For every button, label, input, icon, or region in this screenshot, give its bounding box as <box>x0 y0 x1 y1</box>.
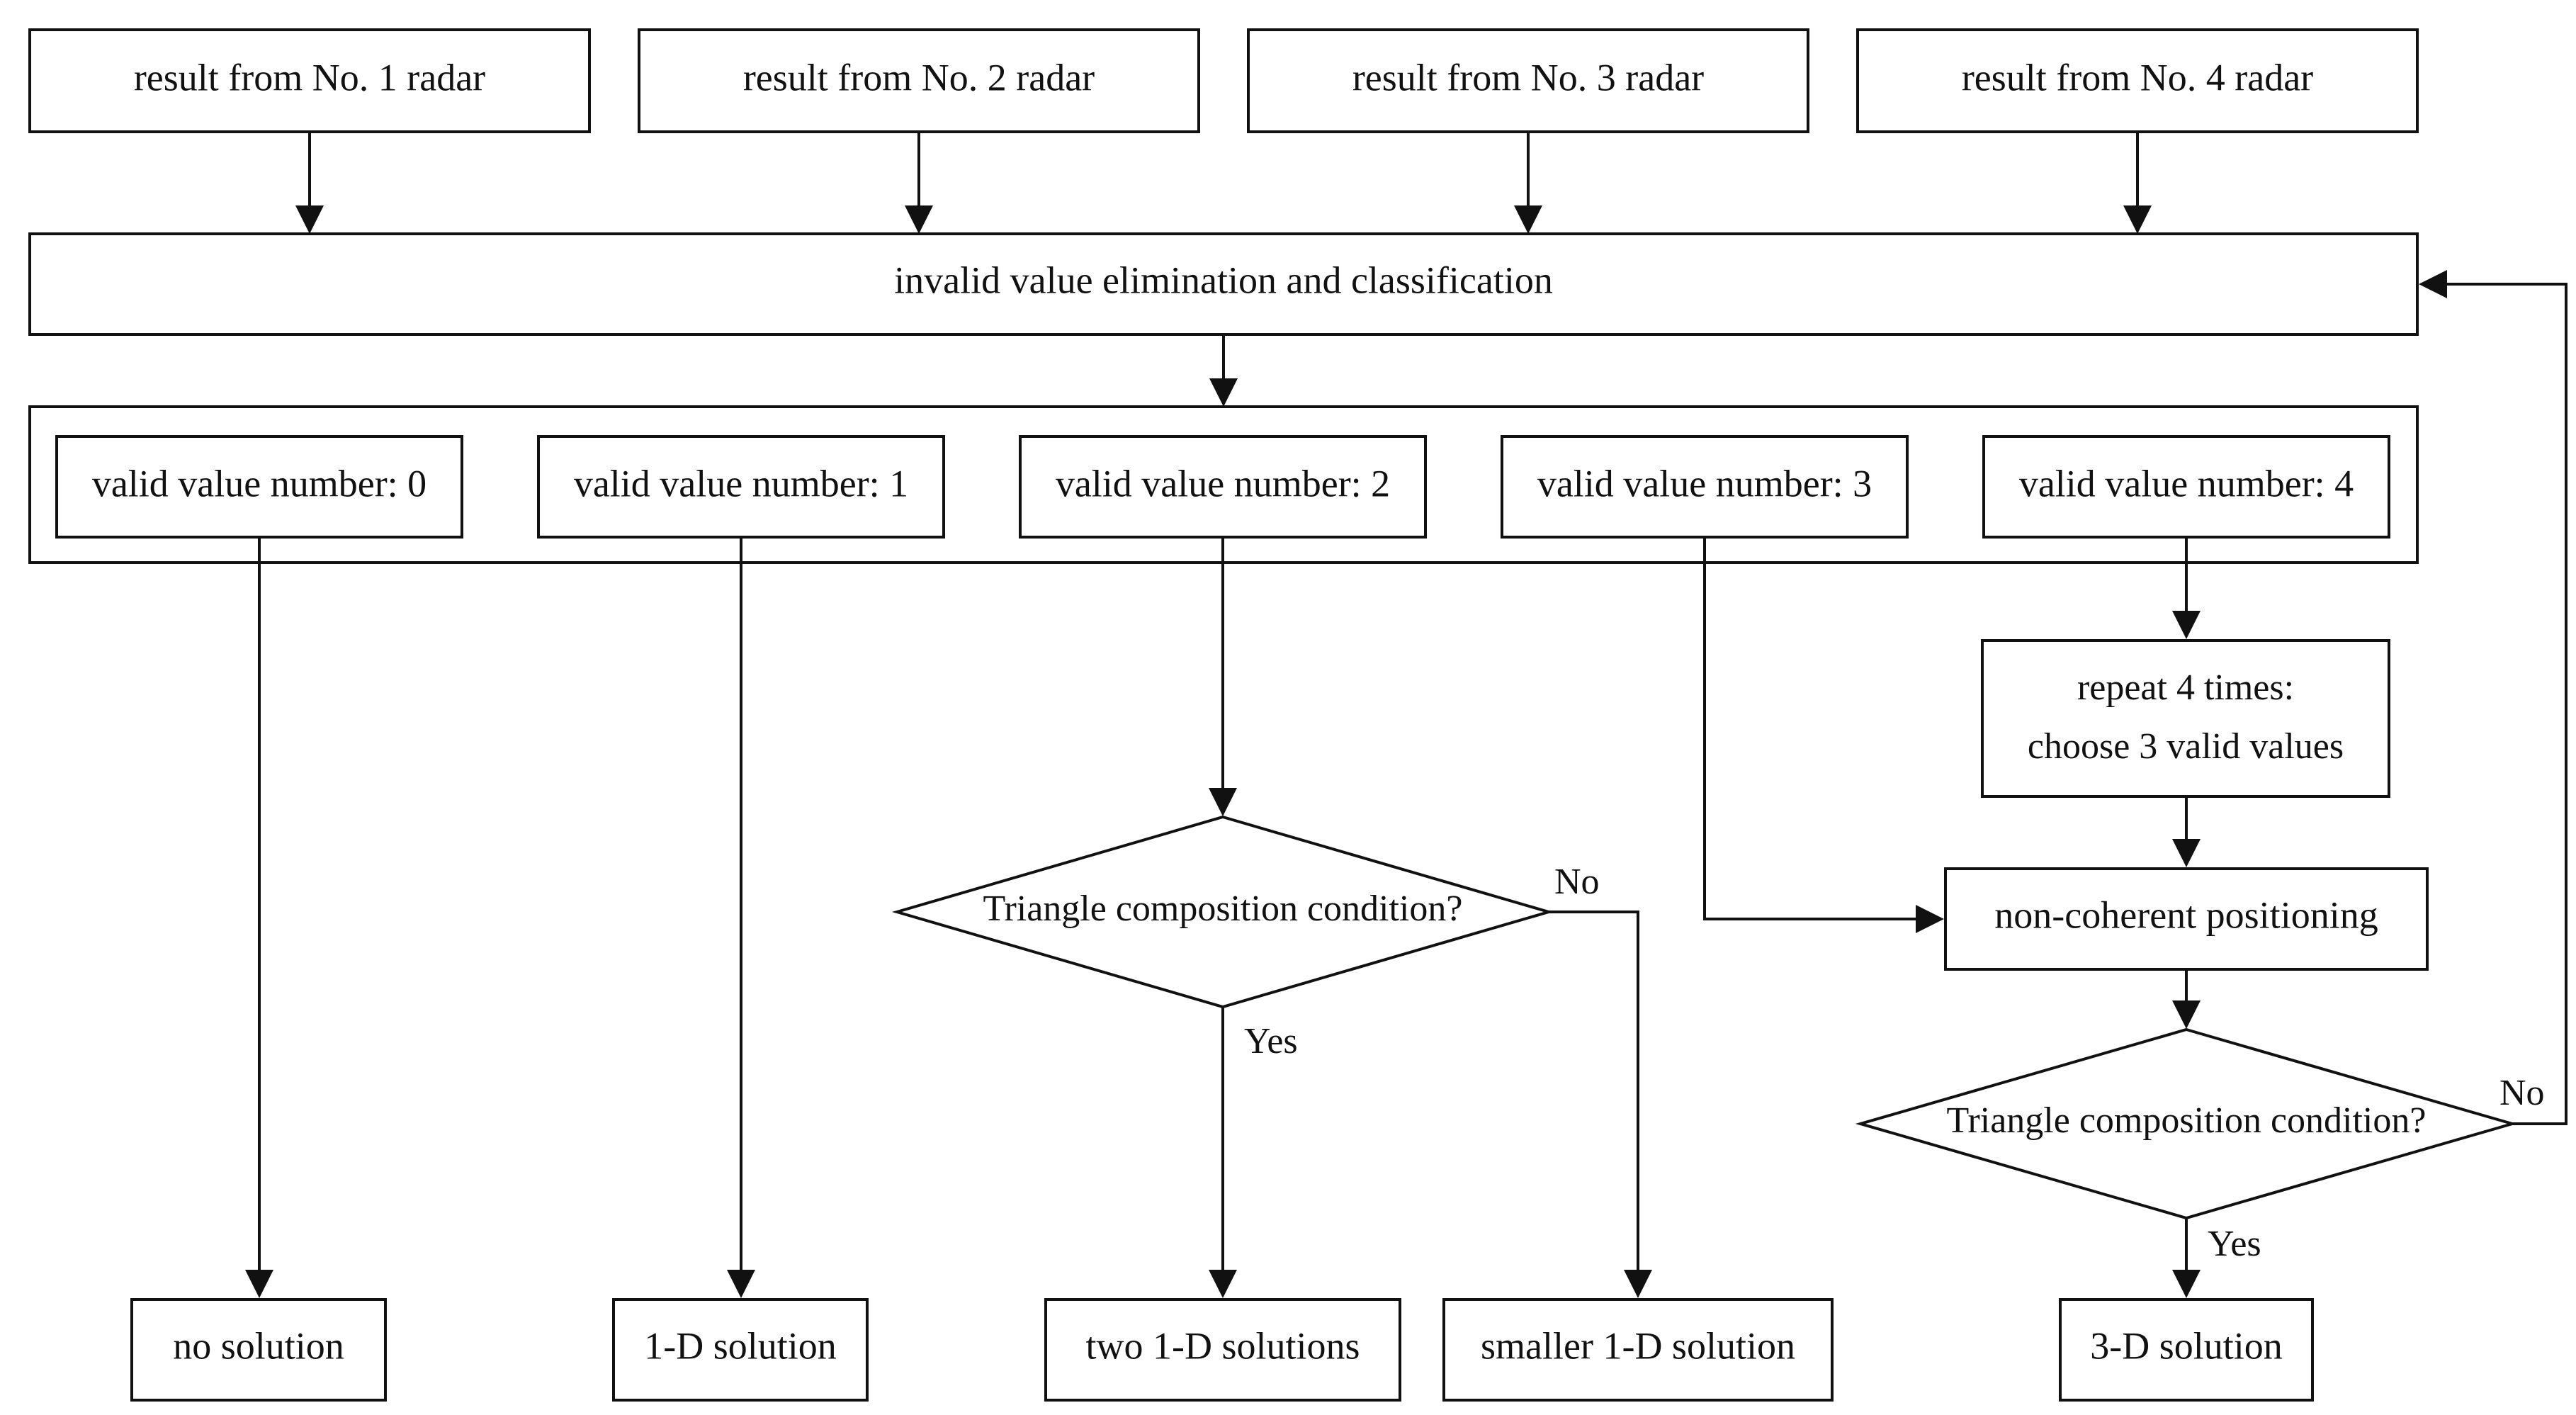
outcome-no-solution: no solution <box>130 1298 387 1402</box>
valid-count-box-0: valid value number: 0 <box>55 435 463 539</box>
valid-count-box-4: valid value number: 4 <box>1982 435 2390 539</box>
valid-count-box-2: valid value number: 2 <box>1019 435 1427 539</box>
radar-label-4: result from No. 4 radar <box>1962 56 2313 98</box>
repeat-box: repeat 4 times: choose 3 valid values <box>1981 639 2390 798</box>
yes-label-right: Yes <box>2208 1224 2261 1264</box>
arrow-condition-left-no <box>1549 911 1652 1298</box>
valid-count-label-1: valid value number: 1 <box>574 462 908 504</box>
triangle-condition-decision-left: Triangle composition condition? <box>891 815 1554 1009</box>
no-label-right: No <box>2499 1073 2545 1113</box>
valid-count-label-0: valid value number: 0 <box>92 462 426 504</box>
no-label-left: No <box>1554 862 1600 902</box>
triangle-condition-label-left: Triangle composition condition? <box>983 889 1463 929</box>
radar-label-2: result from No. 2 radar <box>743 56 1095 98</box>
outcome-two-1d-solutions: two 1-D solutions <box>1044 1298 1401 1402</box>
outcome-3d-solution: 3-D solution <box>2059 1298 2314 1402</box>
radar-label-3: result from No. 3 radar <box>1352 56 1704 98</box>
outcome-3d-solution-label: 3-D solution <box>2090 1324 2283 1367</box>
repeat-label-line2: choose 3 valid values <box>2028 726 2344 767</box>
outcome-smaller-1d-solution: smaller 1-D solution <box>1442 1298 1834 1402</box>
outcome-smaller-1d-solution-label: smaller 1-D solution <box>1481 1324 1795 1367</box>
valid-count-label-2: valid value number: 2 <box>1056 462 1390 504</box>
valid-count-label-3: valid value number: 3 <box>1537 462 1872 504</box>
repeat-label-line1: repeat 4 times: <box>2077 667 2294 708</box>
outcome-two-1d-solutions-label: two 1-D solutions <box>1085 1324 1360 1367</box>
radar-box-2: result from No. 2 radar <box>638 28 1200 133</box>
classification-label: invalid value elimination and classifica… <box>894 259 1553 301</box>
outcome-1d-solution: 1-D solution <box>612 1298 869 1402</box>
yes-label-left: Yes <box>1244 1021 1298 1061</box>
positioning-label: non-coherent positioning <box>1994 893 2378 936</box>
positioning-box: non-coherent positioning <box>1944 867 2429 971</box>
triangle-condition-decision-right: Triangle composition condition? <box>1855 1027 2518 1220</box>
radar-box-3: result from No. 3 radar <box>1247 28 1809 133</box>
radar-box-1: result from No. 1 radar <box>28 28 591 133</box>
valid-count-box-3: valid value number: 3 <box>1501 435 1909 539</box>
triangle-condition-label-right: Triangle composition condition? <box>1947 1100 2427 1141</box>
valid-count-box-1: valid value number: 1 <box>537 435 945 539</box>
arrow-condition-right-no <box>2419 270 2567 1125</box>
outcome-no-solution-label: no solution <box>173 1324 344 1367</box>
classification-box: invalid value elimination and classifica… <box>28 232 2419 336</box>
outcome-1d-solution-label: 1-D solution <box>644 1324 837 1367</box>
valid-count-label-4: valid value number: 4 <box>2019 462 2354 504</box>
arrow-count3-positioning <box>1703 537 1944 933</box>
radar-label-1: result from No. 1 radar <box>134 56 485 98</box>
radar-box-4: result from No. 4 radar <box>1856 28 2419 133</box>
